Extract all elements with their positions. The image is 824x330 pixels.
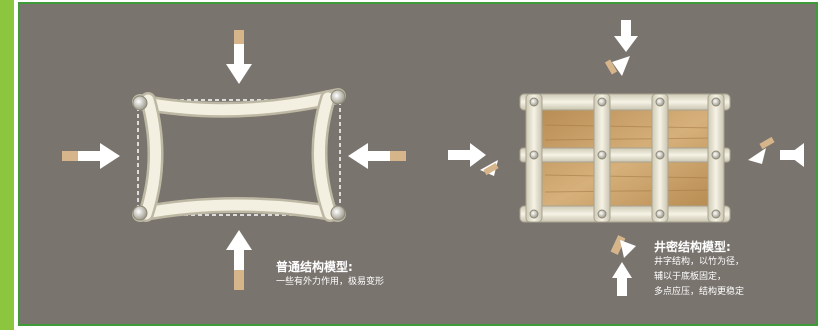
rivet (330, 89, 346, 105)
rivet (655, 150, 665, 160)
grid-model-caption: 井密结构模型: 井字结构，以竹为径， 辅以于底板固定， 多点应压，结构更稳定 (654, 238, 744, 300)
grid-model-desc-line: 辅以于底板固定， (654, 272, 727, 282)
rivet (529, 150, 539, 160)
force-arrow-bottom (226, 230, 252, 290)
rivet (655, 97, 665, 107)
deflected-arrow-bottom (610, 235, 636, 296)
grid-frame-model (519, 93, 731, 223)
ordinary-model-caption: 普通结构模型: 一些有外力作用，极易变形 (276, 258, 384, 290)
accent-band (0, 0, 14, 330)
rivet (597, 97, 607, 107)
force-arrow-right (348, 143, 406, 169)
middle-strip (519, 147, 731, 163)
original-outline (137, 99, 341, 216)
deflected-arrow-fragment (612, 56, 630, 76)
top-strip (519, 93, 731, 111)
rivet (330, 205, 346, 221)
rivet (597, 209, 607, 219)
grid-model-desc-line: 井字结构，以竹为径， (654, 257, 745, 267)
force-arrow-top (226, 30, 252, 84)
grid-model-title: 井密结构模型: (654, 240, 731, 254)
deflected-arrow-top (604, 20, 638, 76)
rivet (529, 209, 539, 219)
deflected-arrow-right (748, 136, 804, 167)
force-arrow-left (62, 143, 120, 169)
ordinary-model-desc: 一些有外力作用，极易变形 (276, 277, 385, 287)
rivet (655, 209, 665, 219)
rivet (132, 205, 148, 221)
rivet (132, 95, 148, 111)
rivet (529, 97, 539, 107)
rivet (711, 209, 721, 219)
grid-model-desc-line: 多点应压，结构更稳定 (654, 287, 745, 297)
rivet (597, 150, 607, 160)
bottom-strip (519, 205, 731, 223)
rivet (711, 97, 721, 107)
rivet (711, 150, 721, 160)
deflected-arrow-fragment (748, 148, 766, 164)
ordinary-frame-model (132, 88, 346, 222)
deflected-arrow-left (448, 143, 499, 176)
ordinary-model-title: 普通结构模型: (276, 260, 353, 274)
